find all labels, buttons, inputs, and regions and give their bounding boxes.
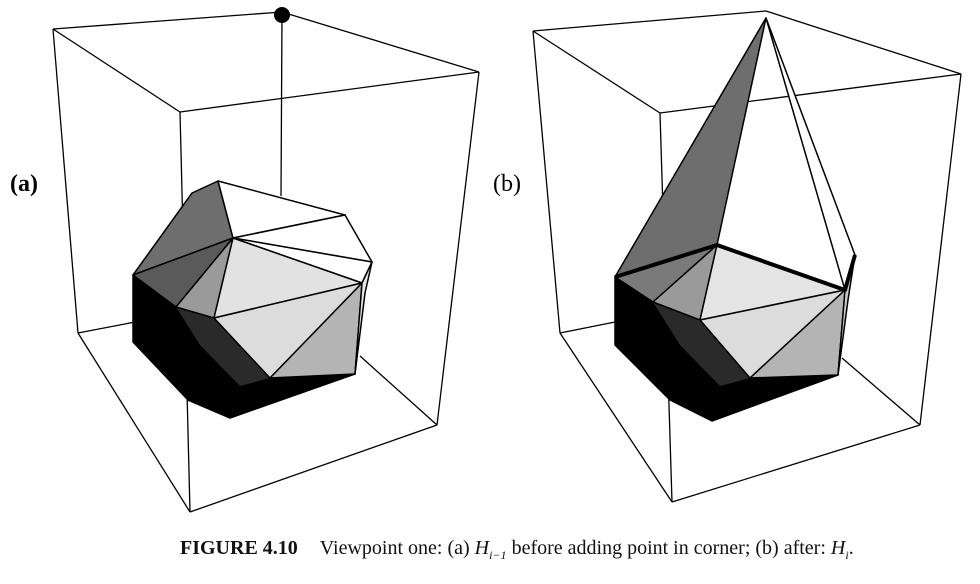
hull-cur-symbol: H: [830, 537, 846, 559]
figure-number: FIGURE 4.10: [180, 537, 298, 559]
figure-caption: FIGURE 4.10 Viewpoint one: (a) Hi−1 befor…: [180, 537, 854, 563]
panel-b-label: (b): [493, 171, 521, 197]
face-strip-a: [354, 261, 373, 375]
face-shadow-b: [653, 302, 750, 386]
horizon-edge-b: [614, 243, 857, 292]
face-cone-dark-b: [614, 17, 767, 278]
caption-text-3: .: [848, 537, 854, 559]
new-point-marker: [274, 7, 290, 23]
hull-b: [614, 17, 857, 422]
hull-a: [132, 180, 373, 419]
face-white-cone-b: [765, 17, 856, 291]
hull-prev-subscript: i−1: [489, 548, 507, 562]
hull-cur-subscript: i: [845, 548, 849, 562]
caption-text-1: Viewpoint one: (a): [319, 537, 475, 559]
caption-text-2: before adding point in corner; (b) after…: [506, 537, 831, 559]
panel-a-label: (a): [10, 171, 38, 197]
panel-a: [52, 7, 480, 513]
panel-b: [532, 10, 962, 503]
face-shadow-a: [176, 307, 270, 386]
hull-prev-symbol: H: [474, 537, 490, 559]
